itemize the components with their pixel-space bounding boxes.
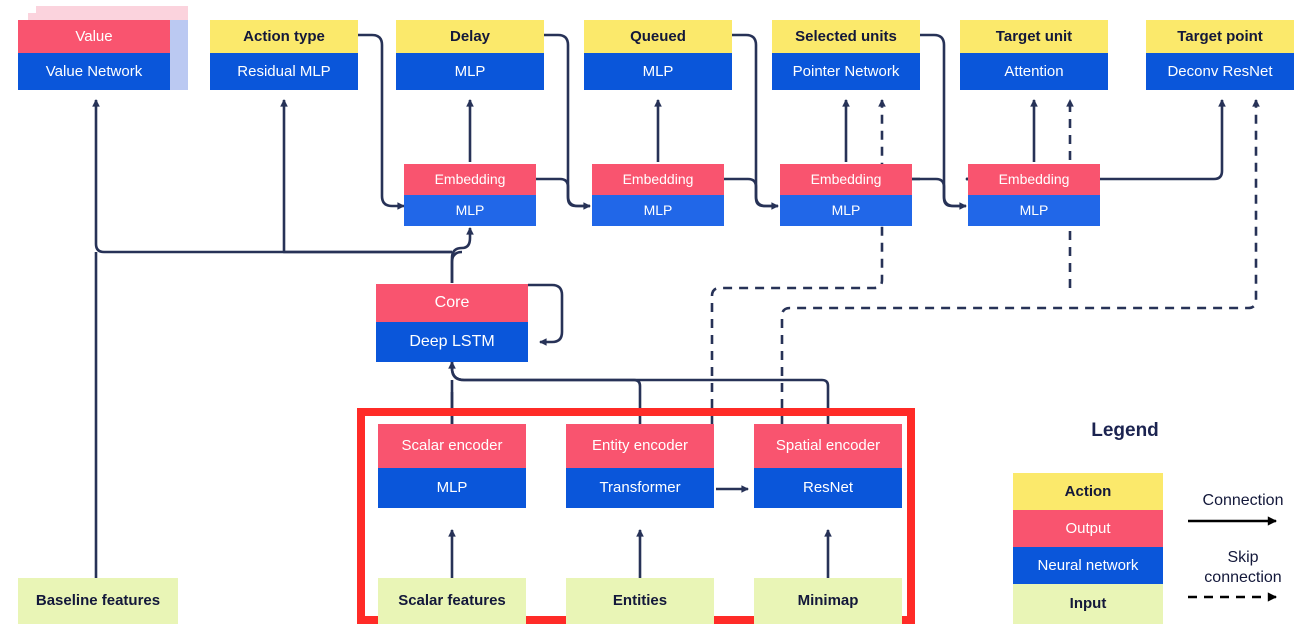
wire-core-out-stub (450, 250, 463, 283)
legend-skip-label-line2: connection (1204, 569, 1282, 586)
wire-core-to-embedding-1 (450, 226, 474, 283)
value-ghost-card-1-top (28, 13, 188, 23)
core-block[interactable]: Core Deep LSTM (376, 284, 528, 362)
wire-core-recurrent-loop (528, 283, 564, 346)
embedding-4-bottom-label: MLP (968, 195, 1100, 226)
wire-embedding-2-to-embedding-3 (724, 177, 778, 208)
skip-wire-spatial-encoder-to-target-point (780, 98, 1260, 440)
legend-title: Legend (1091, 420, 1159, 441)
head-delay-bottom-label: MLP (396, 53, 544, 90)
head-queued-top-label: Queued (584, 20, 732, 53)
input-entities[interactable]: Entities (566, 578, 714, 624)
embedding-2[interactable]: Embedding MLP (592, 164, 724, 226)
skip-wire-entity-encoder-to-selected-units (710, 98, 886, 440)
head-target-point-bottom-label: Deconv ResNet (1146, 53, 1294, 90)
encoder-scalar[interactable]: Scalar encoder MLP (378, 424, 526, 508)
embedding-1[interactable]: Embedding MLP (404, 164, 536, 226)
head-action-type[interactable]: Action type Residual MLP (210, 20, 358, 90)
encoder-spatial-top-label: Spatial encoder (754, 424, 902, 468)
head-action-type-top-label: Action type (210, 20, 358, 53)
core-top-label: Core (376, 284, 528, 322)
core-bottom-label: Deep LSTM (376, 322, 528, 362)
legend-swatch-input: Input (1013, 584, 1163, 624)
encoder-entity-top-label: Entity encoder (566, 424, 714, 468)
input-baseline-features[interactable]: Baseline features (18, 578, 178, 624)
encoder-scalar-top-label: Scalar encoder (378, 424, 526, 468)
head-value[interactable]: Value Value Network (18, 20, 170, 90)
head-target-unit-bottom-label: Attention (960, 53, 1108, 90)
wire-embedding-3-to-embedding-4 (912, 177, 966, 208)
encoder-entity[interactable]: Entity encoder Transformer (566, 424, 714, 508)
legend-swatch-neural-network: Neural network (1013, 547, 1163, 584)
head-target-unit-top-label: Target unit (960, 20, 1108, 53)
head-value-bottom-label: Value Network (18, 53, 170, 90)
head-selected-units-top-label: Selected units (772, 20, 920, 53)
head-selected-units[interactable]: Selected units Pointer Network (772, 20, 920, 90)
embedding-2-bottom-label: MLP (592, 195, 724, 226)
embedding-1-bottom-label: MLP (404, 195, 536, 226)
head-queued-bottom-label: MLP (584, 53, 732, 90)
value-ghost-card-side-2 (178, 46, 188, 90)
wire-embedding-4-to-target-point (1108, 98, 1226, 181)
head-delay[interactable]: Delay MLP (396, 20, 544, 90)
embedding-4[interactable]: Embedding MLP (968, 164, 1100, 226)
input-minimap[interactable]: Minimap (754, 578, 902, 624)
wire-core-to-value-network (92, 98, 452, 254)
head-target-point[interactable]: Target point Deconv ResNet (1146, 20, 1294, 90)
encoder-scalar-bottom-label: MLP (378, 468, 526, 508)
encoder-spatial-bottom-label: ResNet (754, 468, 902, 508)
embedding-3[interactable]: Embedding MLP (780, 164, 912, 226)
head-queued[interactable]: Queued MLP (584, 20, 732, 90)
embedding-2-top-label: Embedding (592, 164, 724, 195)
head-target-unit[interactable]: Target unit Attention (960, 20, 1108, 90)
legend-swatch-action: Action (1013, 473, 1163, 510)
head-value-top-label: Value (18, 20, 170, 53)
input-scalar-features[interactable]: Scalar features (378, 578, 526, 624)
head-selected-units-bottom-label: Pointer Network (772, 53, 920, 90)
embedding-1-top-label: Embedding (404, 164, 536, 195)
embedding-3-top-label: Embedding (780, 164, 912, 195)
head-delay-top-label: Delay (396, 20, 544, 53)
legend-skip-label-line1: Skip (1227, 549, 1259, 566)
wire-embedding-1-to-embedding-2 (536, 177, 590, 208)
legend-swatch-output: Output (1013, 510, 1163, 547)
embedding-3-bottom-label: MLP (780, 195, 912, 226)
embedding-4-top-label: Embedding (968, 164, 1100, 195)
encoder-spatial[interactable]: Spatial encoder ResNet (754, 424, 902, 508)
head-target-point-top-label: Target point (1146, 20, 1294, 53)
encoder-entity-bottom-label: Transformer (566, 468, 714, 508)
legend-connection-label: Connection (1202, 492, 1284, 509)
head-action-type-bottom-label: Residual MLP (210, 53, 358, 90)
